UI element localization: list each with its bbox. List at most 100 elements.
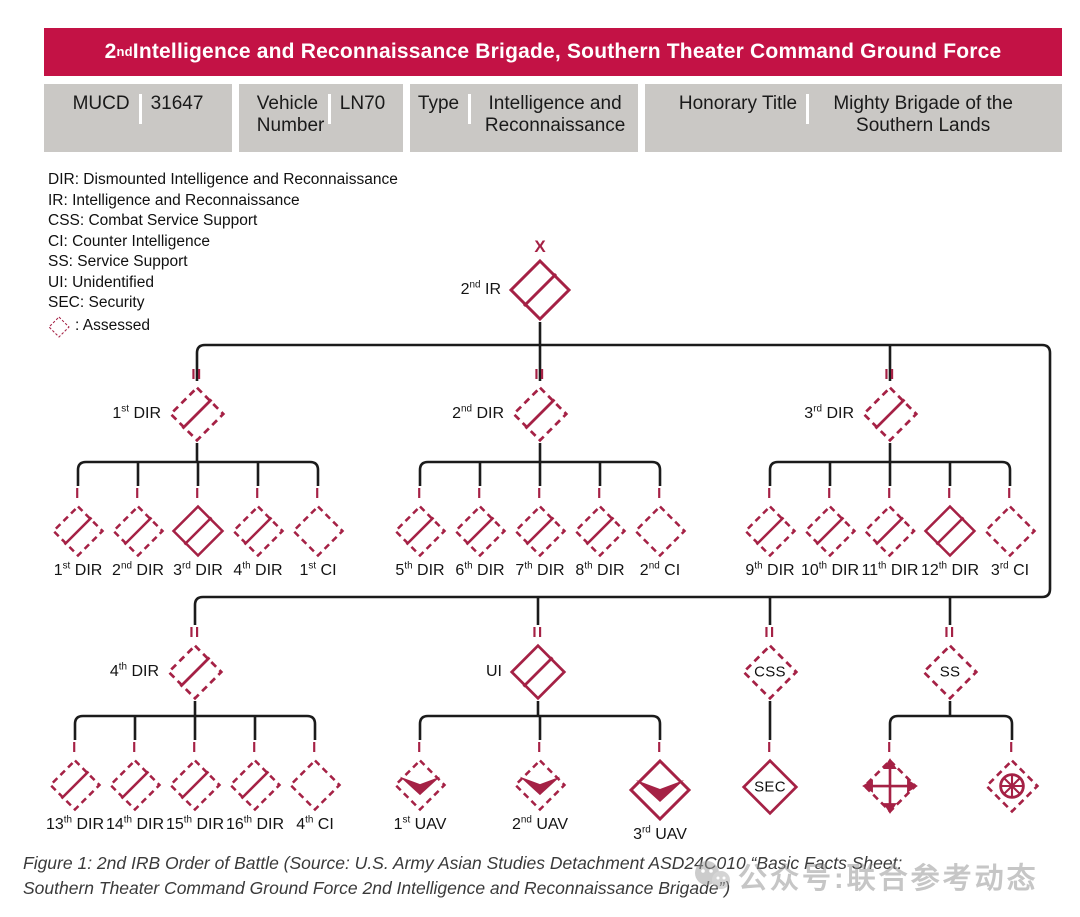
legend-entry: SS: Service Support — [48, 253, 188, 270]
crossed-arrows-diamond-dashed-icon — [863, 759, 917, 813]
unit-1st-uav-company: I 1st UAV — [393, 740, 447, 834]
unit-3rd-dir-battalion: II 3rd DIR — [804, 366, 919, 443]
unit-1st-dir-company: I 1st DIR — [51, 486, 105, 580]
echelon-company: I — [767, 485, 773, 502]
uav-diamond-dashed-icon — [394, 759, 446, 811]
figure-caption: Figure 1: 2nd IRB Order of Battle (Sourc… — [23, 851, 1067, 901]
unit-11th-dir-company: I 11th DIR — [862, 486, 919, 580]
info-bar: MUCD 31647 Vehicle Number LN70 Type Inte… — [44, 84, 1062, 152]
info-cell-type: Type Intelligence and Reconnaissance — [410, 84, 638, 152]
unit-label: 9th DIR — [745, 560, 795, 579]
echelon-company: I — [195, 485, 201, 502]
echelon-company: I — [477, 485, 483, 502]
recon-diamond-solid-icon — [510, 644, 566, 700]
unit-3rd-dir-company: I 3rd DIR — [171, 486, 225, 580]
unit-6th-dir-company: I 6th DIR — [453, 486, 507, 580]
info-label: Vehicle Number — [256, 93, 325, 136]
recon-diamond-dashed-icon — [804, 505, 856, 557]
legend-assessed-label: : Assessed — [75, 317, 150, 335]
unit-13th-dir-company: I 13th DIR — [46, 740, 104, 834]
echelon-brigade: X — [534, 237, 546, 256]
echelon-company: I — [597, 485, 603, 502]
legend-entry: CI: Counter Intelligence — [48, 232, 210, 250]
echelon-company: I — [255, 485, 261, 502]
unit-1st-dir-battalion: II 1st DIR — [112, 366, 226, 443]
info-value: 31647 — [150, 93, 204, 114]
divider — [327, 94, 331, 124]
unit-label: 1st DIR — [112, 403, 161, 422]
unit-ui-battalion: II UI — [486, 625, 567, 701]
echelon-battalion: II — [189, 624, 201, 641]
unit-label: 10th DIR — [800, 560, 860, 579]
unit-label: 4th DIR — [109, 661, 159, 680]
recon-diamond-dashed-icon — [514, 505, 566, 557]
echelon-company: I — [887, 485, 893, 502]
uav-diamond-dashed-icon — [514, 759, 566, 811]
unit-label: 11th DIR — [861, 560, 919, 579]
recon-diamond-dashed-icon — [109, 759, 161, 811]
echelon-battalion: II — [884, 366, 896, 383]
echelon-company: I — [252, 739, 258, 756]
echelon-company: I — [417, 485, 423, 502]
info-value: LN70 — [339, 93, 386, 114]
unit-8th-dir-company: I 8th DIR — [573, 486, 627, 580]
unit-label: 3rd CI — [990, 560, 1030, 579]
unit-3rd-uav-company: I 3rd UAV — [628, 740, 692, 844]
unit-sec-company: I SEC — [741, 740, 799, 816]
legend-assessed-row: : Assessed — [48, 316, 398, 338]
echelon-company: I — [75, 485, 81, 502]
echelon-company: I — [657, 739, 663, 756]
echelon-company: I — [947, 485, 953, 502]
echelon-company: I — [135, 485, 141, 502]
unit-label: 15th DIR — [165, 814, 225, 833]
unit-15th-dir-company: I 15th DIR — [166, 740, 224, 834]
info-cell-vehicle-number: Vehicle Number LN70 — [239, 84, 403, 152]
recon-diamond-solid-icon — [924, 505, 976, 557]
recon-diamond-dashed-icon — [112, 505, 164, 557]
unit-css-battalion: II CSS — [741, 625, 799, 701]
legend-entry: UI: Unidentified — [48, 273, 154, 291]
unit-2nd-uav-company: I 2nd UAV — [512, 740, 568, 834]
echelon-company: I — [72, 739, 78, 756]
unit-ss-wheel-company: I — [984, 740, 1040, 814]
echelon-company: I — [417, 739, 423, 756]
recon-diamond-dashed-icon — [169, 386, 225, 442]
unit-4th-dir-battalion: II 4th DIR — [110, 624, 224, 701]
plain-diamond-dashed-icon — [289, 759, 341, 811]
unit-label: 2nd CI — [639, 560, 681, 579]
caption-line-1: Figure 1: 2nd IRB Order of Battle (Sourc… — [23, 853, 903, 873]
unit-label: 12th DIR — [920, 560, 980, 579]
echelon-battalion: II — [764, 624, 776, 641]
recon-diamond-dashed-icon — [744, 505, 796, 557]
recon-diamond-icon — [509, 259, 571, 321]
unit-label: SEC — [754, 778, 786, 796]
recon-diamond-dashed-icon — [512, 386, 568, 442]
info-label: Type — [417, 93, 460, 114]
recon-diamond-dashed-icon — [862, 386, 918, 442]
echelon-company: I — [1007, 485, 1013, 502]
echelon-battalion: II — [191, 366, 203, 383]
unit-4th-dir-company: I 4th DIR — [231, 486, 285, 580]
unit-label: 1st UAV — [393, 814, 447, 833]
unit-label: 2nd DIR — [452, 403, 504, 422]
echelon-company: I — [312, 739, 318, 756]
unit-label: 6th DIR — [455, 560, 505, 579]
echelon-company: I — [537, 739, 543, 756]
unit-label: 16th DIR — [225, 814, 285, 833]
divider — [138, 94, 142, 124]
unit-1st-ci-company: I 1st CI — [291, 486, 345, 580]
echelon-company: I — [132, 739, 138, 756]
unit-2nd-dir-battalion: II 2nd DIR — [452, 367, 569, 443]
recon-diamond-dashed-icon — [229, 759, 281, 811]
legend-entry: SEC: Security — [48, 294, 145, 311]
unit-2nd-dir-company: I 2nd DIR — [111, 486, 165, 580]
unit-label: 2nd UAV — [511, 814, 569, 833]
recon-diamond-dashed-icon — [49, 759, 101, 811]
unit-10th-dir-company: I 10th DIR — [801, 486, 859, 580]
unit-14th-dir-company: I 14th DIR — [106, 740, 164, 834]
recon-diamond-dashed-icon — [169, 759, 221, 811]
unit-label: 4th DIR — [233, 560, 283, 579]
echelon-company: I — [315, 485, 321, 502]
echelon-battalion: II — [944, 624, 956, 641]
